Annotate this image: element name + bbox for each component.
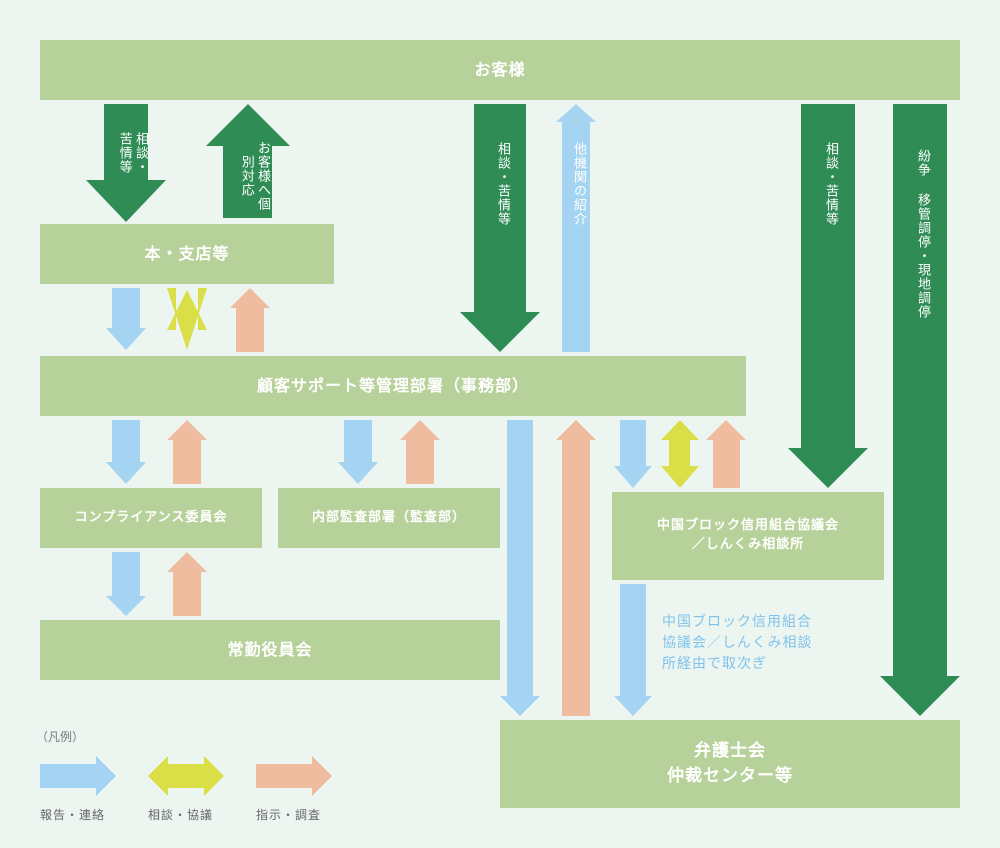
relay-note-line2: 協議会／しんくみ相談 — [662, 635, 813, 651]
arrow-compliance-instruction — [167, 420, 207, 484]
arrow-audit-report — [338, 420, 378, 484]
arrow-branch-consult-top — [167, 290, 207, 330]
arrow-shinkumi-report — [614, 420, 652, 488]
branch-to-cust-label: お客様へ個別対応 — [238, 141, 270, 211]
audit-department-box: 内部監査部署（監査部） — [278, 488, 500, 548]
arrow-shinkumi-to-bar — [614, 584, 652, 716]
executive-board-label: 常勤役員会 — [227, 640, 313, 660]
legend-label-instruction: 指示・調査 — [256, 808, 322, 822]
arrow-customer-to-support — [460, 104, 540, 352]
compliance-committee-box: コンプライアンス委員会 — [40, 488, 262, 548]
arrow-customer-to-branch — [86, 104, 166, 222]
cust-to-support-label: 相談・苦情等 — [495, 142, 510, 226]
relay-note-line1: 中国ブロック信用組合 — [662, 614, 812, 630]
arrow-support-to-customer — [556, 104, 596, 352]
shinkumi-council-label-line1: 中国ブロック信用組合協議会 — [656, 518, 839, 534]
branch-box: 本・支店等 — [40, 224, 334, 284]
legend-arrow-consult — [148, 756, 224, 796]
shinkumi-council-label-line2: ／しんくみ相談所 — [691, 537, 805, 552]
bar-association-label-line2: 仲裁センター等 — [667, 766, 793, 786]
executive-board-box: 常勤役員会 — [40, 620, 500, 680]
support-department-label: 顧客サポート等管理部署（事務部） — [256, 376, 529, 396]
legend-label-consult: 相談・協議 — [148, 808, 214, 822]
arrow-shinkumi-instruction — [706, 420, 746, 488]
arrow-branch-consult — [167, 288, 207, 350]
relay-note: 中国ブロック信用組合 協議会／しんくみ相談 所経由で取次ぎ — [662, 612, 813, 675]
legend-label-report: 報告・連絡 — [40, 808, 106, 822]
audit-department-label: 内部監査部署（監査部） — [311, 509, 466, 525]
legend-arrow-instruction — [256, 756, 332, 796]
cust-to-branch-label: 相談・苦情等 — [116, 132, 148, 174]
bar-association-label-line1: 弁護士会 — [694, 741, 766, 762]
arrow-bar-to-support — [556, 420, 596, 716]
cust-to-shinkumi-label: 相談・苦情等 — [823, 142, 838, 226]
arrow-customer-to-shinkumi — [788, 104, 868, 488]
customer-box: お客様 — [40, 40, 960, 100]
legend-title: （凡例） — [36, 730, 85, 744]
arrow-executive-instruction — [167, 552, 207, 616]
arrow-customer-to-bar — [880, 104, 960, 716]
customer-label: お客様 — [474, 60, 526, 80]
arrow-compliance-report — [106, 420, 146, 484]
support-to-cust-label: 他機関の紹介 — [571, 142, 586, 226]
cust-to-bar-label: 紛争 移管調停・現地調停 — [915, 149, 930, 319]
arrow-branch-report — [106, 288, 146, 350]
support-department-box: 顧客サポート等管理部署（事務部） — [40, 356, 746, 416]
arrow-shinkumi-consult-top — [661, 420, 699, 466]
legend-arrow-report — [40, 756, 116, 796]
arrow-branch-instruction — [230, 288, 270, 352]
shinkumi-council-box: 中国ブロック信用組合協議会 ／しんくみ相談所 — [612, 492, 884, 580]
branch-label: 本・支店等 — [144, 244, 230, 264]
arrow-support-to-bar — [500, 420, 540, 716]
arrow-executive-report — [106, 552, 146, 616]
compliance-committee-label: コンプライアンス委員会 — [74, 509, 228, 525]
arrow-branch-to-customer — [206, 104, 290, 218]
bar-association-box: 弁護士会 仲裁センター等 — [500, 720, 960, 808]
relay-note-line3: 所経由で取次ぎ — [662, 656, 767, 672]
arrow-audit-instruction — [400, 420, 440, 484]
